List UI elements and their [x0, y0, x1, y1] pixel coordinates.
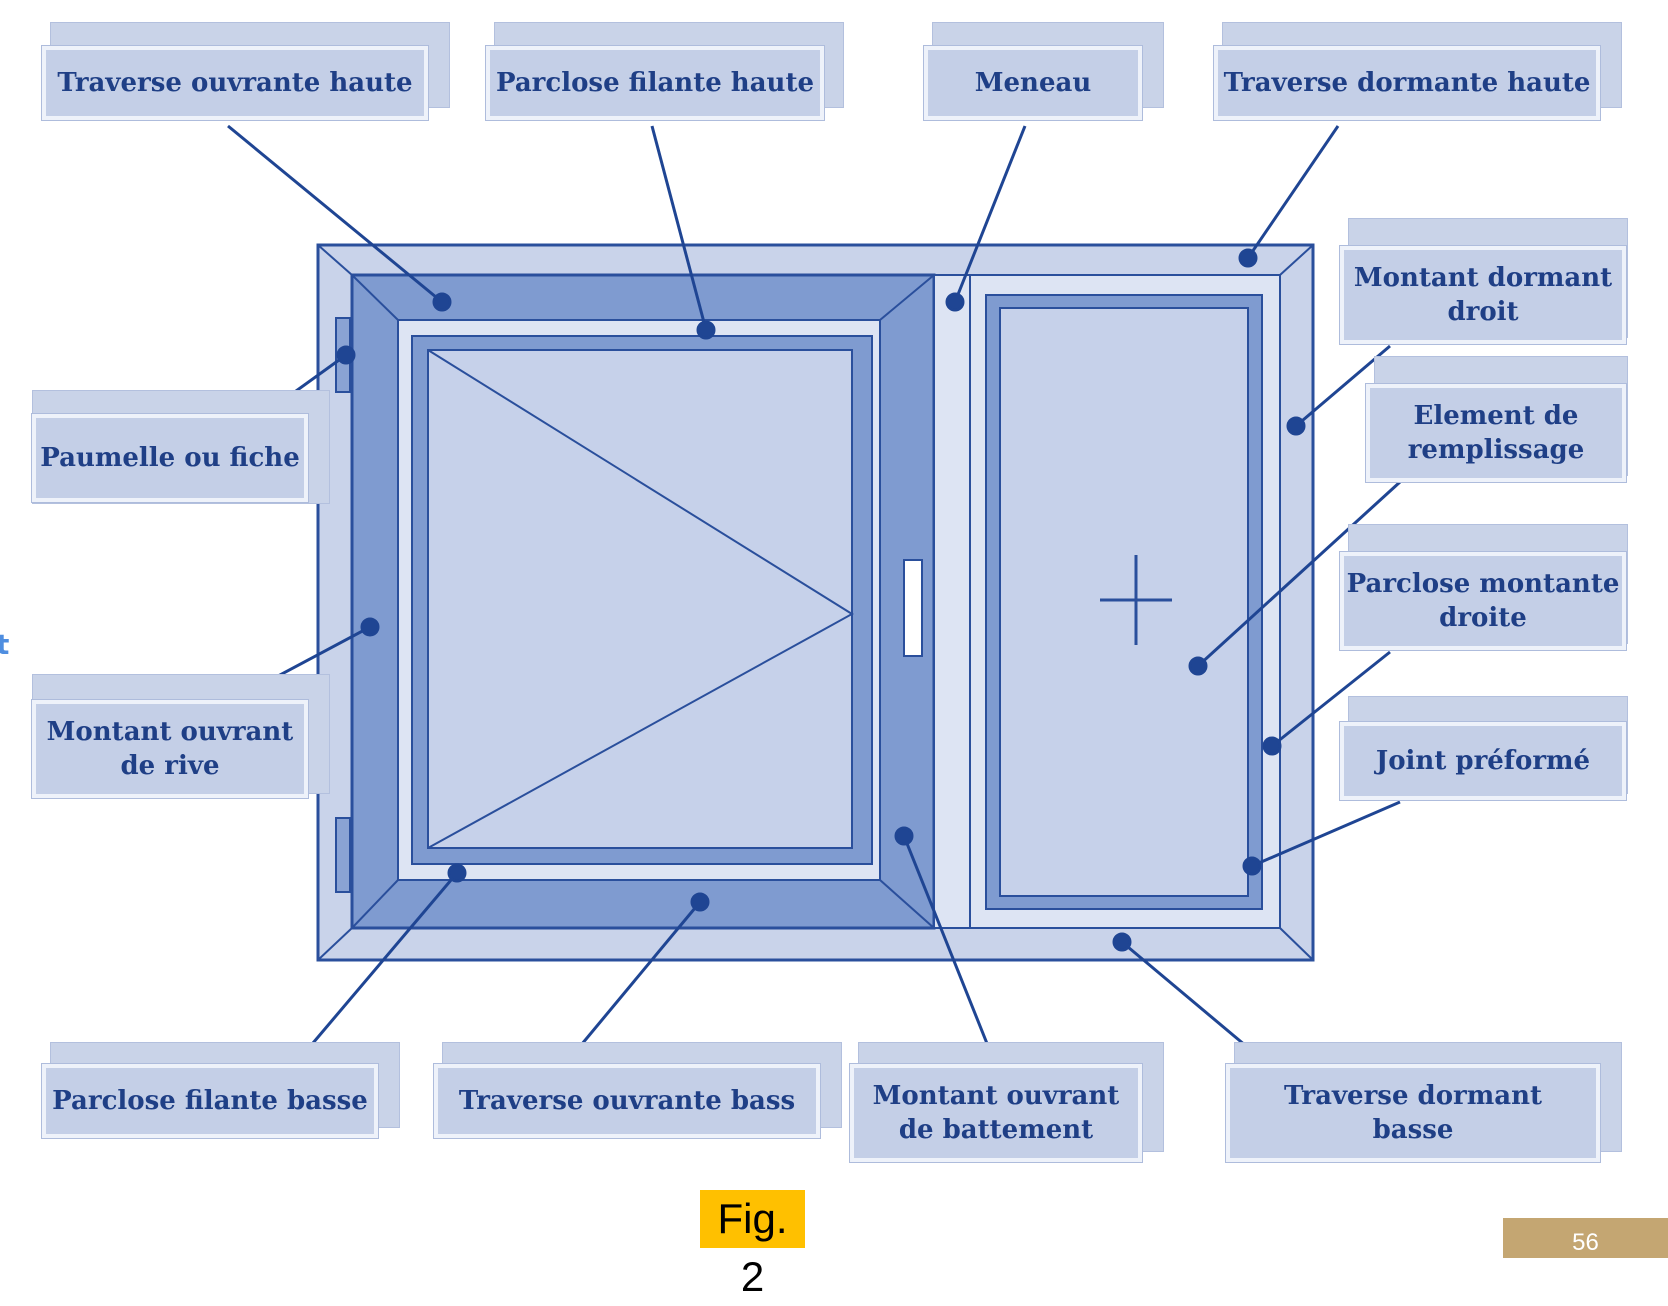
fixed-glass	[999, 307, 1249, 897]
stray-text: t	[0, 628, 10, 661]
leader-lines	[227, 124, 1402, 1058]
frame-bevel	[1279, 927, 1314, 961]
label-text: Paumelle ou fiche	[31, 413, 309, 503]
figure-caption: Fig. 2	[700, 1190, 805, 1300]
sash-bevel	[351, 879, 399, 929]
opening-indicator	[427, 349, 854, 849]
label-text: Joint préformé	[1339, 721, 1627, 801]
label-text: Traverse ouvrante haute	[41, 45, 429, 121]
label-text: Traverse dormant basse	[1225, 1063, 1601, 1163]
label-text: Parclose filante haute	[485, 45, 825, 121]
sash-glass	[427, 349, 853, 849]
label-text: Traverse ouvrante bass	[433, 1063, 821, 1139]
handle	[903, 559, 923, 657]
frame-bevel	[317, 927, 353, 961]
label-text: Parclose filante basse	[41, 1063, 379, 1139]
label-text: Traverse dormante haute	[1213, 45, 1601, 121]
label-text: Montant dormant droit	[1339, 245, 1627, 345]
frame-bevel	[317, 244, 353, 276]
sash-bevel	[879, 274, 935, 321]
label-text: Meneau	[923, 45, 1143, 121]
label-text: Element de remplissage	[1365, 383, 1627, 483]
label-text: Parclose montante droite	[1339, 551, 1627, 651]
label-text: Montant ouvrant de battement	[849, 1063, 1143, 1163]
frame-bevel	[1279, 244, 1314, 276]
label-text: Montant ouvrant de rive	[31, 699, 309, 799]
page-number-badge: 56	[1503, 1218, 1668, 1258]
sash-bevel	[879, 879, 935, 929]
hinge-bottom	[335, 817, 351, 893]
sash-bevel	[351, 274, 399, 321]
mullion	[933, 274, 971, 929]
window-diagram	[227, 124, 1402, 1058]
